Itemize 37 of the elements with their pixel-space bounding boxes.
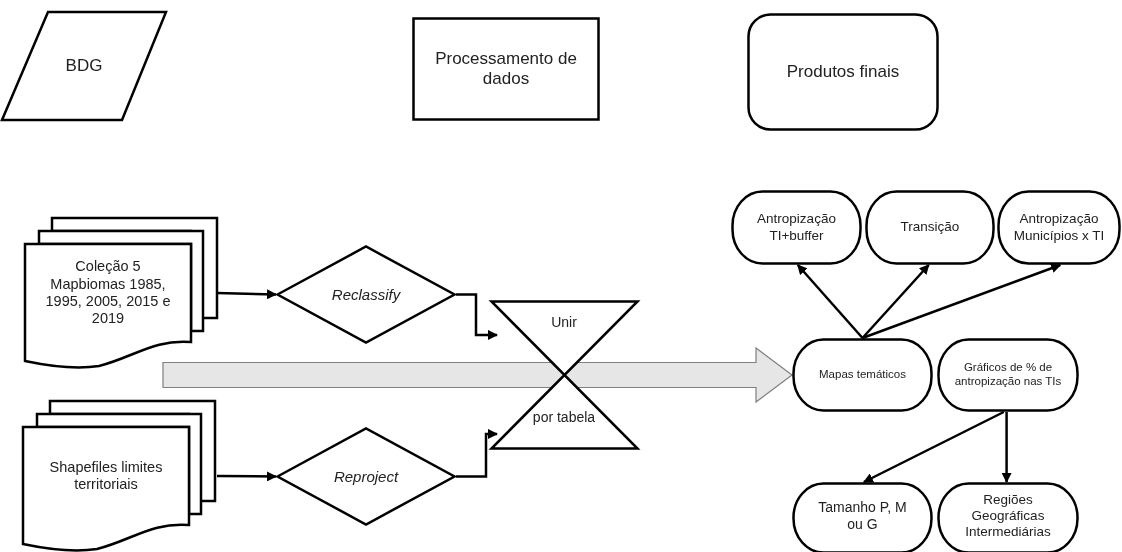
node-label: Tamanho P, M ou G xyxy=(817,499,908,533)
node-label: BDG xyxy=(65,55,103,77)
product-terminal xyxy=(792,482,933,552)
decision-diamond xyxy=(276,245,456,344)
product-terminal xyxy=(937,482,1079,552)
arrow xyxy=(863,410,1005,484)
arrow xyxy=(217,471,277,482)
arrow xyxy=(456,428,498,478)
product-rounded-box xyxy=(747,13,939,131)
arrow xyxy=(217,289,277,300)
document-stack xyxy=(22,400,218,552)
data-parallelogram xyxy=(0,10,168,122)
node-label: Processamento de dados xyxy=(434,48,578,90)
arrow xyxy=(862,263,1062,340)
arrow xyxy=(796,264,864,339)
process-rectangle xyxy=(412,17,600,121)
node-label: Produtos finais xyxy=(786,61,900,83)
node-label: Reclassify xyxy=(331,285,401,304)
node-label: Gráficos de % de antropização nas TIs xyxy=(953,361,1063,389)
arrow xyxy=(861,264,930,339)
node-label: Transição xyxy=(900,219,960,236)
document-stack xyxy=(24,217,219,369)
decision-diamond xyxy=(276,427,456,526)
arrow xyxy=(456,293,498,340)
product-terminal xyxy=(997,190,1121,265)
node-label: por tabela xyxy=(532,408,596,426)
node-label: Regiões Geográficas Intermediárias xyxy=(964,491,1052,541)
node-label: Coleção 5 Mapbiomas 1985, 1995, 2005, 2015 e 2019 xyxy=(44,258,172,328)
node-label: Reproject xyxy=(333,467,399,486)
arrow xyxy=(1001,412,1012,483)
node-label: Antropização TI+buffer xyxy=(756,211,837,244)
node-label: Mapas temáticos xyxy=(819,368,906,382)
node-label: Antropização Municípios x TI xyxy=(1012,211,1106,244)
node-label: Shapefiles limites territoriais xyxy=(48,458,164,494)
node-label: Unir xyxy=(551,313,577,331)
merge-hourglass xyxy=(490,300,639,450)
block-arrow xyxy=(162,346,793,404)
